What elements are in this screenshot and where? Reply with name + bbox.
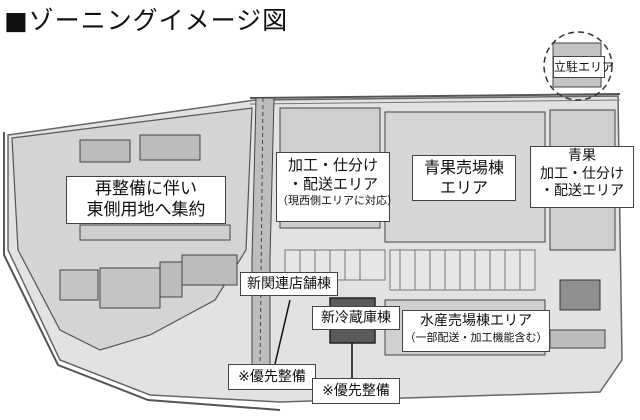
processing-west-note: （現西側エリアに対応）: [277, 193, 398, 207]
west-building: [181, 254, 238, 286]
seafood-line1: 水産売場棟エリア: [420, 313, 532, 329]
east-building: [559, 279, 601, 311]
produce-processing-line3: ・配送エリア: [540, 183, 624, 199]
label-processing-west-zone: 加工・仕分け ・配送エリア （現西側エリアに対応）: [276, 152, 398, 222]
label-new-cold-storage: 新冷蔵庫棟: [312, 306, 400, 330]
produce-building-line1: 青果売場棟: [423, 158, 504, 177]
redevelopment-line1: 再整備に伴い: [95, 179, 197, 199]
label-priority-2: ※優先整備: [312, 378, 400, 404]
west-building: [99, 267, 161, 309]
produce-building-line2: エリア: [439, 178, 488, 197]
page-title: ■ゾーニングイメージ図: [4, 6, 289, 35]
label-seafood-building-zone: 水産売場棟エリア （一部配送・加工機能含む）: [402, 310, 550, 352]
east-building: [549, 329, 606, 349]
west-building: [79, 224, 231, 241]
label-produce-building-zone: 青果売場棟 エリア: [412, 155, 516, 201]
produce-processing-line2: 加工・仕分け: [540, 165, 624, 182]
label-priority-1: ※優先整備: [228, 364, 316, 390]
standing-area-highlight: [543, 31, 613, 101]
produce-processing-line1: 青果: [568, 148, 596, 164]
seafood-line2: （一部配送・加工機能含む）: [404, 330, 548, 344]
redevelopment-line2: 東側用地へ集約: [86, 200, 206, 221]
processing-west-line2: ・配送エリア: [287, 174, 378, 193]
west-building: [59, 269, 99, 301]
west-building: [159, 261, 183, 298]
outer-road: [3, 132, 281, 411]
label-new-seki-shops: 新関連店舗棟: [240, 272, 338, 296]
processing-west-line1: 加工・仕分け: [287, 156, 378, 174]
west-building: [79, 139, 131, 163]
label-produce-processing-zone: 青果 加工・仕分け ・配送エリア: [530, 146, 634, 208]
top-road: [249, 93, 621, 99]
priority-pointer-1: [274, 299, 291, 365]
west-building: [139, 134, 201, 161]
label-standing-area: 立駐エリア: [553, 56, 614, 78]
label-redevelopment-zone: 再整備に伴い 東側用地へ集約: [66, 176, 226, 224]
